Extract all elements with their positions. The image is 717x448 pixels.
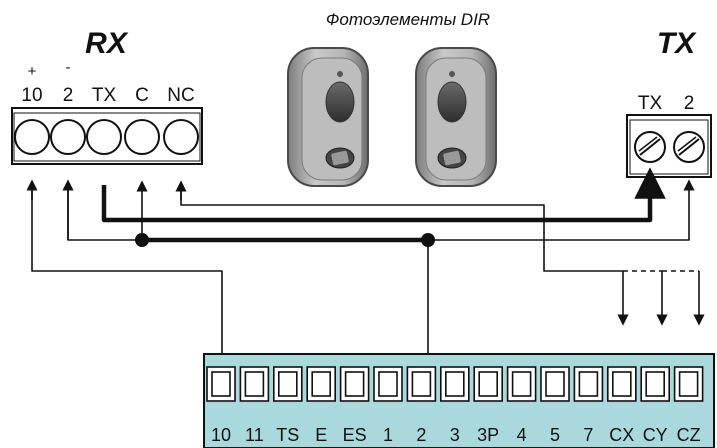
rx-terminal-label: C: [135, 85, 149, 106]
board-terminal: 7: [573, 366, 604, 445]
wire-2-2: [67, 179, 695, 241]
board-terminal-label: E: [315, 425, 327, 445]
board-terminal-label: 2: [416, 425, 426, 445]
photocell-right: [415, 47, 497, 187]
control-board: 10 11 TS E ES 1 2 3 3P 4 5 7 CX CY CZ: [203, 353, 715, 448]
board-terminal: 4: [506, 366, 537, 445]
board-terminal-label: 3P: [477, 425, 499, 445]
rx-label: RX: [85, 27, 129, 60]
board-terminal: CZ: [673, 366, 704, 445]
board-terminal-label: 10: [211, 425, 231, 445]
board-terminal: 3: [439, 366, 470, 445]
tx-label: TX: [657, 27, 697, 60]
board-terminal-label: 5: [550, 425, 560, 445]
board-terminal-label: 11: [245, 425, 264, 445]
junction-dot: [135, 233, 149, 247]
board-terminal-label: TS: [276, 425, 299, 445]
diagram-title: Фотоэлементы DIR: [326, 10, 490, 29]
tx-terminal-label: TX: [638, 93, 663, 114]
board-terminal: 1: [373, 366, 403, 445]
board-terminal: 11: [239, 366, 270, 445]
board-terminal: ES: [339, 366, 370, 445]
board-terminal: CX: [606, 366, 637, 445]
rx-terminal-label: TX: [92, 85, 117, 106]
board-terminal-label: CY: [643, 425, 668, 445]
board-terminal: 2: [406, 366, 437, 445]
rx-polarity-minus: -: [66, 59, 71, 76]
rx-polarity-plus: +: [28, 63, 37, 80]
tx-terminal-block: [626, 114, 712, 178]
board-terminal: 3P: [473, 366, 504, 445]
wire-10: [31, 185, 228, 374]
board-terminal: E: [306, 366, 337, 445]
board-terminal-label: 7: [583, 425, 593, 445]
board-terminal-label: CZ: [677, 425, 701, 445]
board-terminal: 10: [206, 366, 236, 445]
wire-tx-tx: [101, 167, 666, 223]
board-terminal: TS: [272, 366, 303, 445]
board-terminal-label: CX: [609, 425, 634, 445]
wires: [26, 167, 705, 376]
rx-terminal-block: [11, 107, 203, 165]
board-terminal: CY: [640, 366, 671, 445]
tx-terminal-label: 2: [684, 93, 695, 114]
board-terminal-label: 3: [450, 425, 460, 445]
board-terminal-label: 4: [517, 425, 527, 445]
board-terminal-label: ES: [343, 425, 367, 445]
junction-dot: [421, 233, 435, 247]
board-terminal-label: 1: [383, 425, 393, 445]
rx-terminal-label: NC: [167, 85, 194, 106]
photocell-left: [287, 47, 369, 187]
board-terminal: 5: [540, 366, 570, 445]
rx-terminal-label: 10: [21, 85, 42, 106]
rx-terminal-label: 2: [63, 85, 74, 106]
wire-nc: [180, 190, 629, 326]
